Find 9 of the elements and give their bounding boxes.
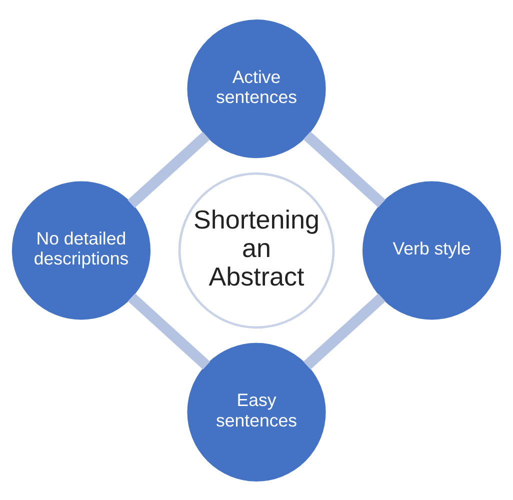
connector — [303, 131, 386, 207]
node-circle: No detailed descriptions — [12, 180, 150, 320]
connector — [303, 293, 386, 369]
connector — [128, 131, 210, 208]
node-circle: Active sentences — [187, 19, 326, 158]
node-circle: Easy sentences — [187, 342, 326, 481]
node-circle: Verb style — [362, 180, 502, 320]
node-circle: Shortening an Abstract — [178, 172, 335, 328]
connector — [128, 292, 210, 370]
